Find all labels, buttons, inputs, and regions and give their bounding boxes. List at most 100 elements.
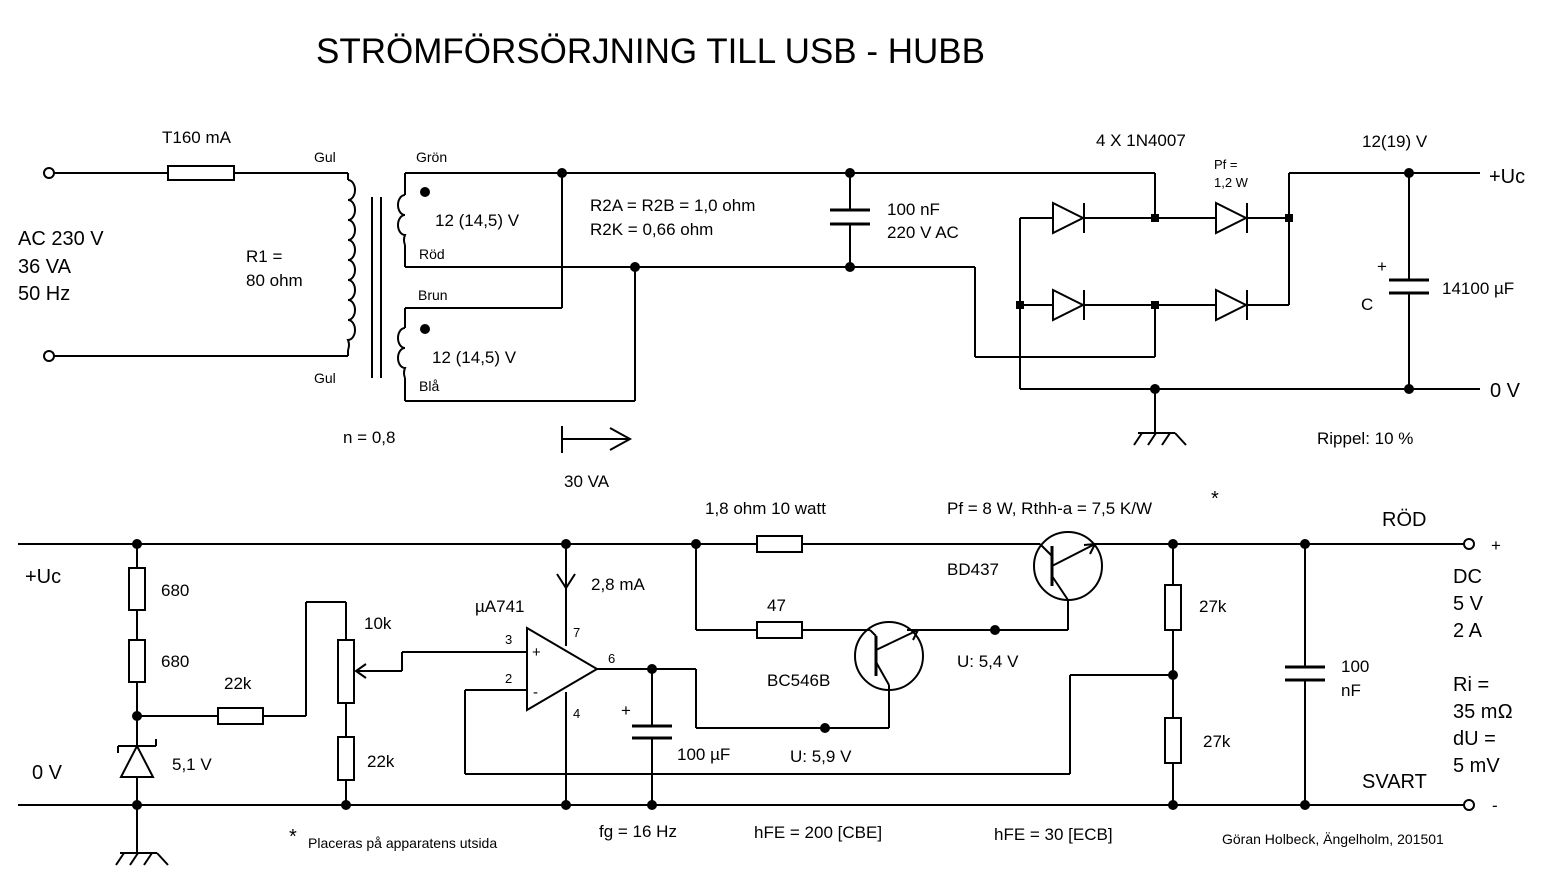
ri-label-3: dU = [1453,728,1496,750]
input-spec-3: 50 Hz [18,283,70,305]
u-base-label: U: 5,9 V [790,747,852,766]
resistor-680-a [128,567,146,611]
resistor-22k-pot [337,736,355,781]
credit-label: Göran Holbeck, Ängelholm, 201501 [1222,831,1444,847]
cap-c-name: C [1361,295,1373,314]
pot-label: 10k [364,614,392,633]
r27k-top-label: 27k [1199,597,1227,616]
ri-label-1: Ri = [1453,674,1489,696]
input-spec-1: AC 230 V [18,228,104,250]
opamp-symbol [526,626,599,712]
zener-label: 5,1 V [172,755,212,774]
resistor-680-b [128,639,146,683]
ripple-label: Rippel: 10 % [1317,429,1413,448]
wire-label-rod: Röd [419,246,445,262]
placement-note: Placeras på apparatens utsida [308,835,497,851]
polarity-dot-2 [420,324,430,334]
power-asterisk: * [1211,488,1219,510]
resistor-27k-top [1164,584,1182,631]
input-spec-2: 36 VA [18,256,72,278]
u-emitter-label: U: 5,4 V [957,652,1019,671]
bridge-label: 4 X 1N4007 [1096,131,1186,150]
transistor-bc546b [854,621,924,691]
schematic-title: STRÖMFÖRSÖRJNING TILL USB - HUBB [316,32,985,71]
ground-icon [115,852,169,866]
wire-label-brun: Brun [418,287,448,303]
r1-label-2: 80 ohm [246,271,303,290]
opamp-pin6: 6 [608,651,615,666]
opamp-label: µA741 [475,597,525,616]
bc546b-hfe: hFE = 200 [CBE] [754,823,882,842]
cap-c-polarity: + [1377,257,1387,276]
ground-icon [1133,432,1187,446]
opamp-plus-sign: + [532,644,541,661]
resistor-22k-series [217,707,264,725]
diode-power-label-1: Pf = [1214,157,1238,172]
r47-label: 47 [767,596,786,615]
bd437-label: BD437 [947,560,999,579]
minus-terminal-sign: - [1492,796,1498,815]
diode-power-label-2: 1,2 W [1214,175,1249,190]
cap-c-value: 14100 µF [1442,279,1514,298]
wire-label-gron: Grön [416,149,447,165]
resistor-sense [756,535,803,553]
bd437-hfe: hFE = 30 [ECB] [994,825,1113,844]
r27k-bottom-label: 27k [1203,732,1231,751]
output-spec-3: 2 A [1453,620,1483,642]
winding1-voltage: 12 (14,5) V [435,211,520,230]
dc-voltage-label: 12(19) V [1362,132,1428,151]
ac-terminal-top [43,167,55,179]
wire-label-bla: Blå [419,378,439,394]
wire-label-gul-bottom: Gul [314,370,336,386]
output-terminal-minus [1463,799,1475,811]
primary-coil [346,179,356,351]
r680b-label: 680 [161,652,189,671]
current-arrow [556,573,576,590]
cap-out-unit: nF [1341,681,1361,700]
ri-label-4: 5 mV [1453,755,1500,777]
sense-resistor-label: 1,8 ohm 10 watt [705,499,826,518]
lower-plus-rail-label: +Uc [25,566,61,588]
r1-label-1: R1 = [246,247,282,266]
winding2-voltage: 12 (14,5) V [432,348,517,367]
opamp-pin2: 2 [505,671,512,686]
diode-4 [1215,288,1249,322]
lower-zero-rail-label: 0 V [32,762,63,784]
bc546b-label: BC546B [767,671,830,690]
bd437-power-label: Pf = 8 W, Rthh-a = 7,5 K/W [947,499,1152,518]
opamp-pin3: 3 [505,632,512,647]
ac-terminal-bottom [43,350,55,362]
polarity-dot-1 [420,187,430,197]
potentiometer-10k [337,639,355,704]
resistor-27k-bottom [1164,717,1182,764]
note-asterisk: * [289,826,297,848]
cap-ac-value: 100 nF [887,200,940,219]
secondary-coil-2 [397,327,407,379]
diode-3 [1052,288,1086,322]
secondary-coil-1 [397,194,407,246]
plus-terminal-sign: + [1491,536,1501,555]
upper-circuit: T160 mA AC 230 V 36 VA 50 Hz Gul Gul R1 … [18,128,1525,491]
cap-ac-rating: 220 V AC [887,223,959,242]
r680a-label: 680 [161,581,189,600]
resistance-label-1: R2A = R2B = 1,0 ohm [590,196,755,215]
opamp-pin7: 7 [573,625,580,640]
r22k-series-label: 22k [224,674,252,693]
cap-filter-polarity: + [621,701,631,720]
pot-wiper-arrow [354,663,367,679]
resistor-47 [756,621,803,639]
opamp-pin4: 4 [573,706,580,721]
opamp-current-label: 2,8 mA [591,575,646,594]
ri-label-2: 35 mΩ [1453,701,1513,723]
filter-freq-label: fg = 16 Hz [599,822,677,841]
red-wire-label: RÖD [1382,509,1426,531]
cap-out-value: 100 [1341,657,1369,676]
lower-circuit: +Uc 0 V 680 680 5,1 V 22k 10k 22k µA741 … [18,488,1513,866]
resistance-label-2: R2K = 0,66 ohm [590,220,713,239]
cap-filter-label: 100 µF [677,745,730,764]
wire-label-gul-top: Gul [314,149,336,165]
plus-rail-label: +Uc [1489,166,1525,188]
output-spec-1: DC [1453,566,1482,588]
opamp-minus-sign: - [533,684,538,701]
